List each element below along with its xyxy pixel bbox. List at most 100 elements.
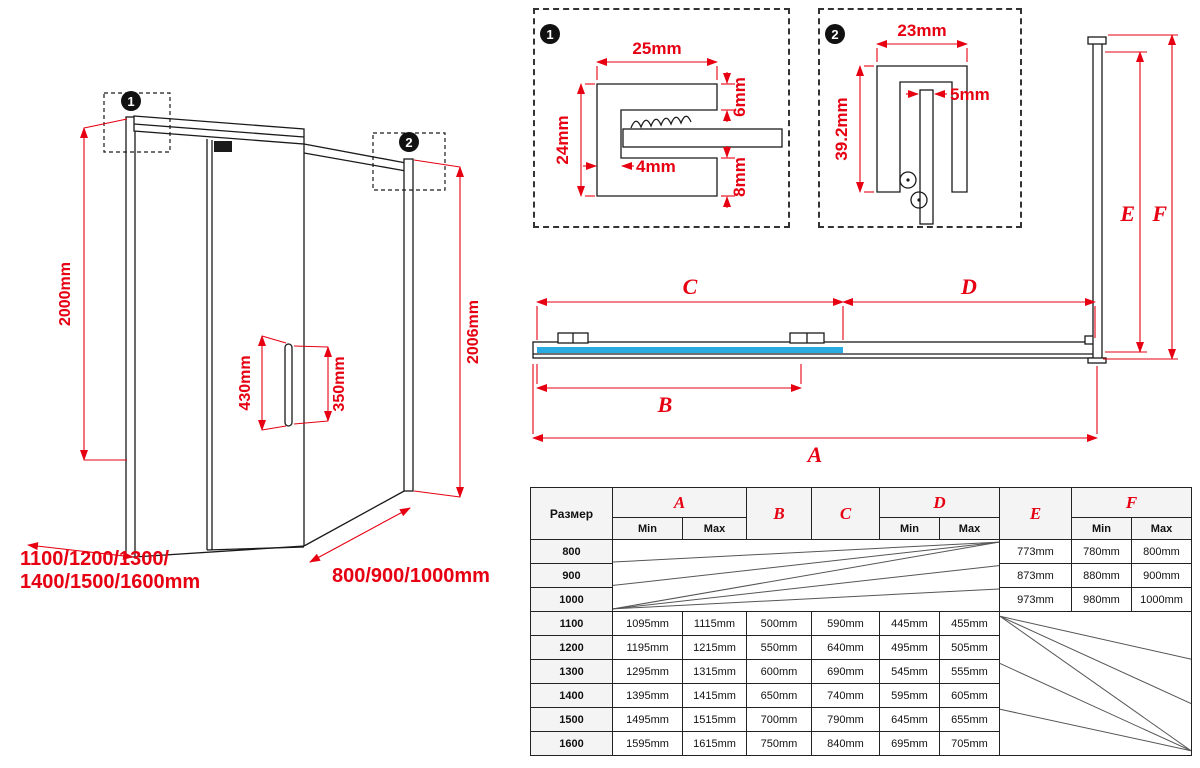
plan-view-drawing: C D B A E F bbox=[532, 34, 1178, 465]
dim-widths-line2: 1400/1500/1600mm bbox=[20, 571, 200, 593]
callout-1-number: 1 bbox=[127, 94, 134, 109]
detail2-dimensions: 23mm 5mm 39.2mm bbox=[832, 21, 990, 193]
detail-1-box: 1 25mm 24mm 4mm 6mm bbox=[533, 8, 790, 228]
glass-panel-edge bbox=[622, 128, 783, 148]
roller-wheel bbox=[899, 171, 917, 189]
roller-guide-profile bbox=[876, 65, 968, 193]
detail-2-box: 2 23mm 5mm 39.2mm bbox=[818, 8, 1022, 228]
dim-widths-line1: 1100/1200/1300/ bbox=[20, 548, 169, 570]
header-e: E bbox=[999, 487, 1072, 540]
not-applicable-cells bbox=[612, 539, 1000, 612]
row-label: 800 bbox=[530, 539, 613, 564]
cell-b: 700mm bbox=[746, 707, 812, 732]
cell-d-min: 695mm bbox=[879, 731, 940, 756]
row-label: 1100 bbox=[530, 611, 613, 636]
cell-d-min: 645mm bbox=[879, 707, 940, 732]
dim-23mm: 23mm bbox=[897, 21, 946, 40]
dim-letter-d: D bbox=[960, 274, 977, 299]
table-row: 800 773mm 780mm 800mm bbox=[530, 539, 1192, 612]
cell-d-max: 555mm bbox=[939, 659, 1000, 684]
cell-d-max: 705mm bbox=[939, 731, 1000, 756]
cell-a-max: 1415mm bbox=[682, 683, 747, 708]
wall-profile-side-view bbox=[1087, 36, 1107, 364]
roller-block bbox=[214, 141, 232, 152]
roller-wheel bbox=[910, 191, 928, 209]
header-a-min: Min bbox=[612, 517, 683, 540]
header-d: D bbox=[879, 487, 1000, 518]
dim-letter-a: A bbox=[806, 442, 823, 465]
row-label: 900 bbox=[530, 563, 613, 588]
cell-d-max: 605mm bbox=[939, 683, 1000, 708]
cell-c: 590mm bbox=[811, 611, 880, 636]
table-row: 900 873mm 880mm 900mm bbox=[530, 563, 1192, 588]
header-f-min: Min bbox=[1071, 517, 1132, 540]
glass-hanger-strip bbox=[919, 89, 934, 225]
cell-f-min: 880mm bbox=[1071, 563, 1132, 588]
size-table: Размер A B C D E F Min Max Min Max Min M… bbox=[530, 487, 1192, 756]
cell-b: 550mm bbox=[746, 635, 812, 660]
header-c: C bbox=[811, 487, 880, 540]
plan-dimensions: C D B A E F bbox=[532, 34, 1178, 465]
track-top-view bbox=[532, 332, 1100, 359]
cell-a-max: 1315mm bbox=[682, 659, 747, 684]
cell-a-min: 1295mm bbox=[612, 659, 683, 684]
dim-letter-f: F bbox=[1151, 201, 1167, 226]
cell-c: 790mm bbox=[811, 707, 880, 732]
roller-axle bbox=[917, 198, 921, 202]
row-label: 1300 bbox=[530, 659, 613, 684]
iso-dimensions: 2000mm 430mm 350mm 2006mm 1100/1200/1300… bbox=[20, 118, 490, 593]
detail1-dimensions: 25mm 24mm 4mm 6mm 8mm bbox=[553, 39, 749, 208]
cell-d-min: 495mm bbox=[879, 635, 940, 660]
cell-d-max: 505mm bbox=[939, 635, 1000, 660]
cell-d-max: 455mm bbox=[939, 611, 1000, 636]
callout-1-number: 1 bbox=[546, 27, 553, 42]
diagonal-strikethrough bbox=[1000, 612, 1191, 755]
cell-a-min: 1195mm bbox=[612, 635, 683, 660]
detail-1-drawing: 1 25mm 24mm 4mm 6mm bbox=[540, 24, 783, 208]
diagonal-strikethrough bbox=[613, 540, 999, 611]
cell-d-min: 595mm bbox=[879, 683, 940, 708]
detail-2-drawing: 2 23mm 5mm 39.2mm bbox=[825, 21, 990, 225]
row-label: 1400 bbox=[530, 683, 613, 708]
callout-2-badge bbox=[399, 132, 419, 152]
dim-letter-c: C bbox=[683, 274, 698, 299]
cell-a-max: 1515mm bbox=[682, 707, 747, 732]
isometric-shower-drawing: 1 2 2000mm 430mm 350mm 2006mm 1100/1200/… bbox=[20, 91, 490, 593]
table-row: 1300 1295mm 1315mm 600mm 690mm 545mm 555… bbox=[530, 659, 1192, 684]
dim-4mm: 4mm bbox=[636, 157, 676, 176]
dim-39.2mm: 39.2mm bbox=[832, 97, 851, 160]
header-a-max: Max bbox=[682, 517, 747, 540]
cell-e: 773mm bbox=[999, 539, 1072, 564]
cell-f-min: 780mm bbox=[1071, 539, 1132, 564]
cell-c: 640mm bbox=[811, 635, 880, 660]
callout-2-badge bbox=[825, 24, 845, 44]
cell-f-max: 900mm bbox=[1131, 563, 1192, 588]
dim-8mm: 8mm bbox=[730, 157, 749, 197]
cell-c: 740mm bbox=[811, 683, 880, 708]
header-b: B bbox=[746, 487, 812, 540]
callout-2-number: 2 bbox=[405, 135, 412, 150]
cell-b: 750mm bbox=[746, 731, 812, 756]
cell-e: 973mm bbox=[999, 587, 1072, 612]
cell-d-max: 655mm bbox=[939, 707, 1000, 732]
dim-430: 430mm bbox=[237, 355, 254, 410]
header-f: F bbox=[1071, 487, 1192, 518]
cell-d-min: 445mm bbox=[879, 611, 940, 636]
cell-a-min: 1095mm bbox=[612, 611, 683, 636]
cell-a-min: 1595mm bbox=[612, 731, 683, 756]
dim-24mm: 24mm bbox=[553, 115, 572, 164]
dim-5mm: 5mm bbox=[950, 85, 990, 104]
glass-door-blue bbox=[537, 347, 843, 353]
dim-2000: 2000mm bbox=[57, 262, 74, 326]
callout-2-number: 2 bbox=[831, 27, 838, 42]
table-row: 1500 1495mm 1515mm 700mm 790mm 645mm 655… bbox=[530, 707, 1192, 732]
cell-a-max: 1115mm bbox=[682, 611, 747, 636]
door-handle bbox=[284, 343, 293, 427]
row-label: 1200 bbox=[530, 635, 613, 660]
header-a: A bbox=[612, 487, 747, 518]
dim-350: 350mm bbox=[331, 356, 348, 411]
table-row: 1600 1595mm 1615mm 750mm 840mm 695mm 705… bbox=[530, 731, 1192, 756]
cell-d-min: 545mm bbox=[879, 659, 940, 684]
header-size: Размер bbox=[530, 487, 613, 540]
cell-e: 873mm bbox=[999, 563, 1072, 588]
